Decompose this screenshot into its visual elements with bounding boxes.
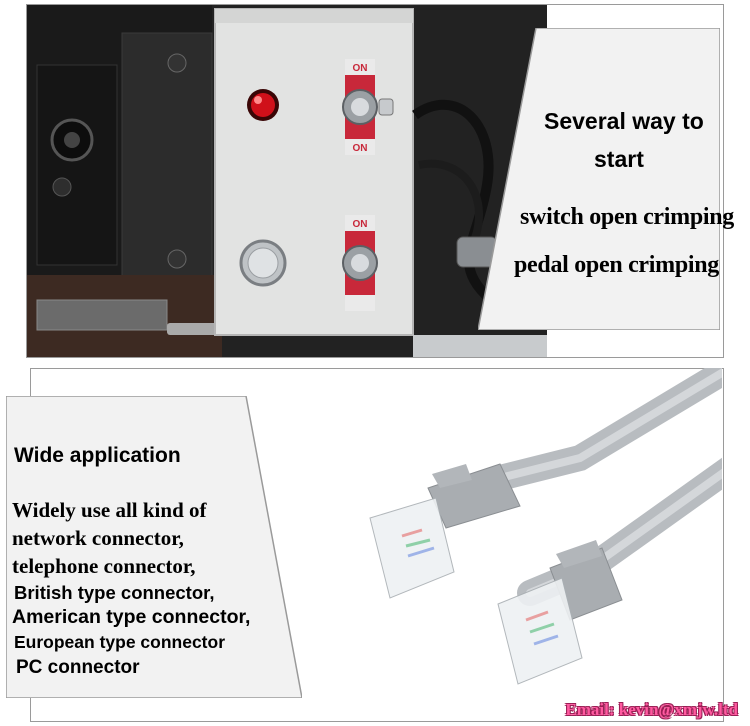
switch-option-text: switch open crimping [520,204,735,230]
application-line: American type connector, [12,606,251,628]
application-line: network connector, [12,526,184,550]
svg-text:ON: ON [353,143,368,154]
application-line: British type connector, [14,582,215,603]
bottom-text-card [6,396,302,698]
application-line: European type connector [14,632,226,652]
application-heading: Wide application [14,444,181,467]
start-heading-line1: Several way to [544,108,704,134]
application-line: Widely use all kind of [12,498,207,522]
application-line: telephone connector, [12,554,196,578]
top-text-card [478,28,720,330]
crimping-machine-photo: ON ON ON [27,5,547,357]
svg-text:ON: ON [353,219,368,230]
contact-email: Email: kevin@xmjw.ltd [565,700,738,719]
network-cable-photo [369,368,722,685]
application-line: PC connector [16,657,140,678]
start-heading-line2: start [594,146,644,172]
pedal-option-text: pedal open crimping [514,252,719,278]
svg-text:ON: ON [353,63,368,74]
